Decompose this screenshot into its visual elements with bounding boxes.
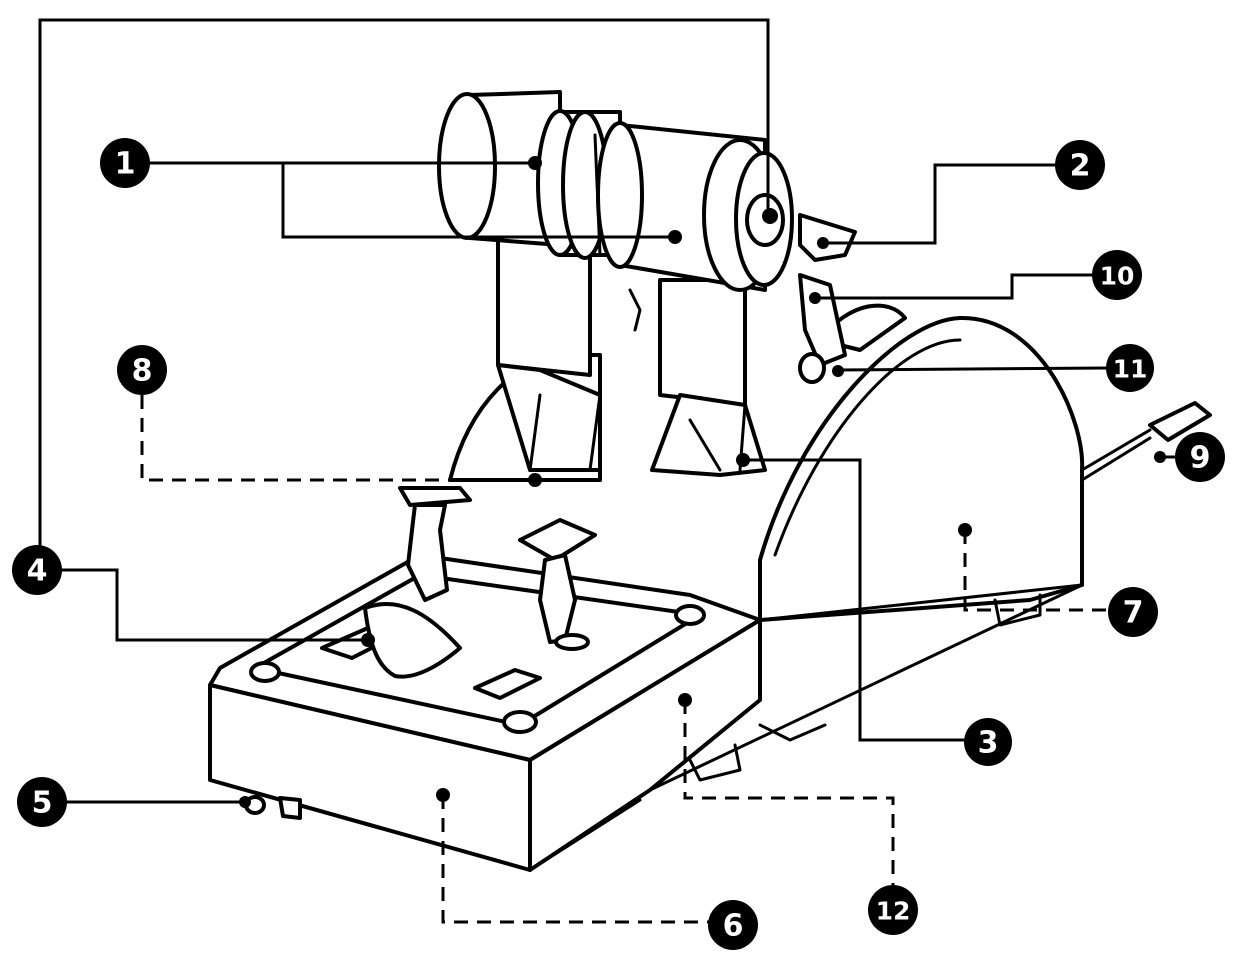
callout-2: 2 xyxy=(1055,140,1105,190)
callout-11: 11 xyxy=(1106,344,1154,392)
svg-text:9: 9 xyxy=(1190,441,1211,476)
callout-badges: 1 2 3 4 5 6 7 8 xyxy=(12,138,1225,950)
callout-12: 12 xyxy=(868,885,918,935)
callout-4: 4 xyxy=(12,545,62,595)
callout-1: 1 xyxy=(100,138,150,188)
throttle-grips xyxy=(437,90,794,292)
right-housing xyxy=(758,315,1085,622)
svg-text:3: 3 xyxy=(978,726,999,761)
target-dots xyxy=(239,156,1166,808)
svg-text:4: 4 xyxy=(27,554,48,589)
throttle-device-illustration xyxy=(208,90,1212,872)
svg-text:10: 10 xyxy=(1100,262,1135,291)
front-base xyxy=(208,486,1084,872)
callout-5: 5 xyxy=(17,777,67,827)
callout-7: 7 xyxy=(1108,587,1158,637)
callout-10: 10 xyxy=(1092,250,1142,300)
svg-text:2: 2 xyxy=(1070,149,1091,184)
leader-lines xyxy=(38,18,1175,924)
svg-text:7: 7 xyxy=(1123,596,1144,631)
svg-text:6: 6 xyxy=(723,909,744,944)
svg-text:1: 1 xyxy=(115,147,136,182)
callout-8: 8 xyxy=(117,345,167,395)
svg-text:12: 12 xyxy=(876,897,911,926)
svg-text:5: 5 xyxy=(32,786,53,821)
callout-6: 6 xyxy=(708,900,758,950)
svg-text:8: 8 xyxy=(132,354,153,389)
svg-text:11: 11 xyxy=(1113,355,1148,384)
right-housing-arc-inner xyxy=(773,338,962,557)
callout-3: 3 xyxy=(964,718,1012,766)
callout-9: 9 xyxy=(1175,432,1225,482)
lever-stems xyxy=(496,238,767,477)
